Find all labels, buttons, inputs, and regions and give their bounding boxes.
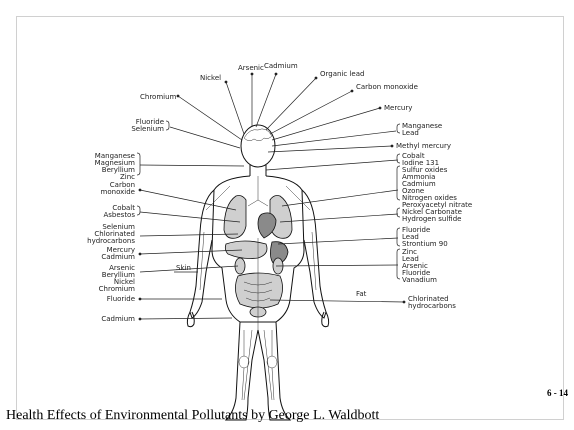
- label-strontium: Strontium 90: [402, 240, 448, 248]
- label-brackets: [137, 121, 400, 279]
- label-cadmium-3: Cadmium: [101, 315, 135, 323]
- label-asbestos: Asbestos: [103, 211, 135, 219]
- label-chromium: Chromium: [140, 93, 177, 101]
- label-cadmium: Cadmium: [264, 62, 298, 70]
- figure-caption: Health Effects of Environmental Pollutan…: [6, 408, 379, 424]
- top-labels: Arsenic Cadmium Organic lead Carbon mono…: [140, 62, 418, 101]
- label-fluoride-2: Fluoride: [107, 295, 135, 303]
- label-skin: Skin: [176, 264, 191, 272]
- left-labels: Fluoride Selenium Manganese Magnesium Be…: [87, 118, 164, 323]
- label-hydrocarbons-r: hydrocarbons: [408, 302, 456, 310]
- label-methyl-mercury: Methyl mercury: [396, 142, 451, 150]
- label-nickel: Nickel: [200, 74, 221, 82]
- label-organic-lead: Organic lead: [320, 70, 364, 78]
- label-zinc: Zinc: [120, 173, 135, 181]
- label-cadmium-2: Cadmium: [101, 253, 135, 261]
- label-hydrocarbons: hydrocarbons: [87, 237, 135, 245]
- slide-number: 6 - 14: [547, 388, 568, 398]
- right-labels: Mercury Manganese Lead Methyl mercury Co…: [384, 104, 472, 310]
- label-vanadium: Vanadium: [402, 276, 437, 284]
- label-selenium: Selenium: [131, 125, 164, 133]
- label-lead-r: Lead: [402, 129, 419, 137]
- organs: [206, 176, 310, 400]
- label-arsenic: Arsenic: [238, 64, 264, 72]
- label-mercury-r: Mercury: [384, 104, 412, 112]
- label-carbon-monoxide: Carbon monoxide: [356, 83, 418, 91]
- label-fat: Fat: [356, 290, 367, 298]
- label-hydrogen-sulfide: Hydrogen sulfide: [402, 215, 461, 223]
- label-monoxide: monoxide: [101, 188, 135, 196]
- label-chromium-2: Chromium: [99, 285, 136, 293]
